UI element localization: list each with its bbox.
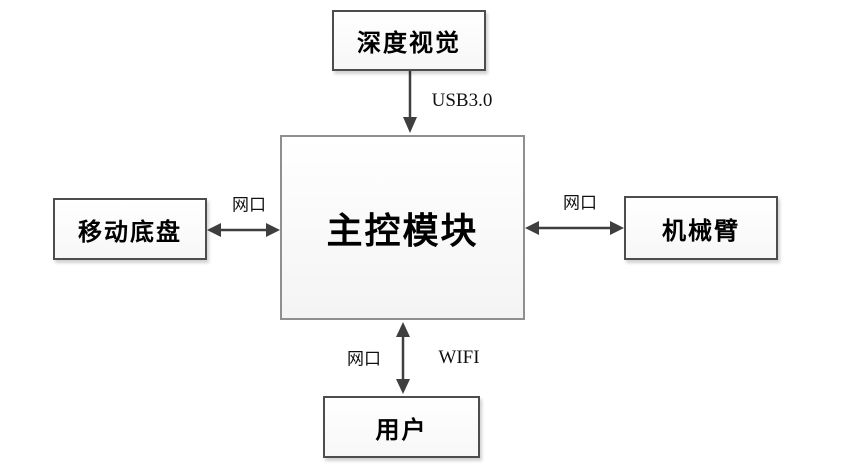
arrow-net-left (207, 223, 280, 237)
node-robot-arm-label: 机械臂 (662, 218, 740, 245)
edge-label-net-left: 网口 (232, 195, 266, 215)
edge-label-net-bottom: 网口 (347, 349, 381, 369)
edge-label-wifi: WIFI (438, 347, 480, 368)
node-mobile-chassis: 移动底盘 (53, 198, 207, 260)
edge-label-usb: USB3.0 (431, 90, 493, 111)
arrow-usb (403, 71, 417, 133)
node-mobile-chassis-label: 移动底盘 (78, 219, 182, 246)
node-user-label: 用户 (375, 417, 428, 444)
arrow-user-link (396, 322, 410, 394)
node-depth-vision: 深度视觉 (332, 10, 486, 71)
node-user: 用户 (323, 396, 480, 458)
node-depth-vision-label: 深度视觉 (357, 31, 461, 57)
node-main-control-module-label: 主控模块 (326, 210, 479, 251)
node-main-control-module: 主控模块 (280, 135, 525, 320)
arrow-net-right (525, 221, 624, 235)
node-robot-arm: 机械臂 (624, 196, 778, 260)
edge-label-net-right: 网口 (563, 193, 597, 213)
